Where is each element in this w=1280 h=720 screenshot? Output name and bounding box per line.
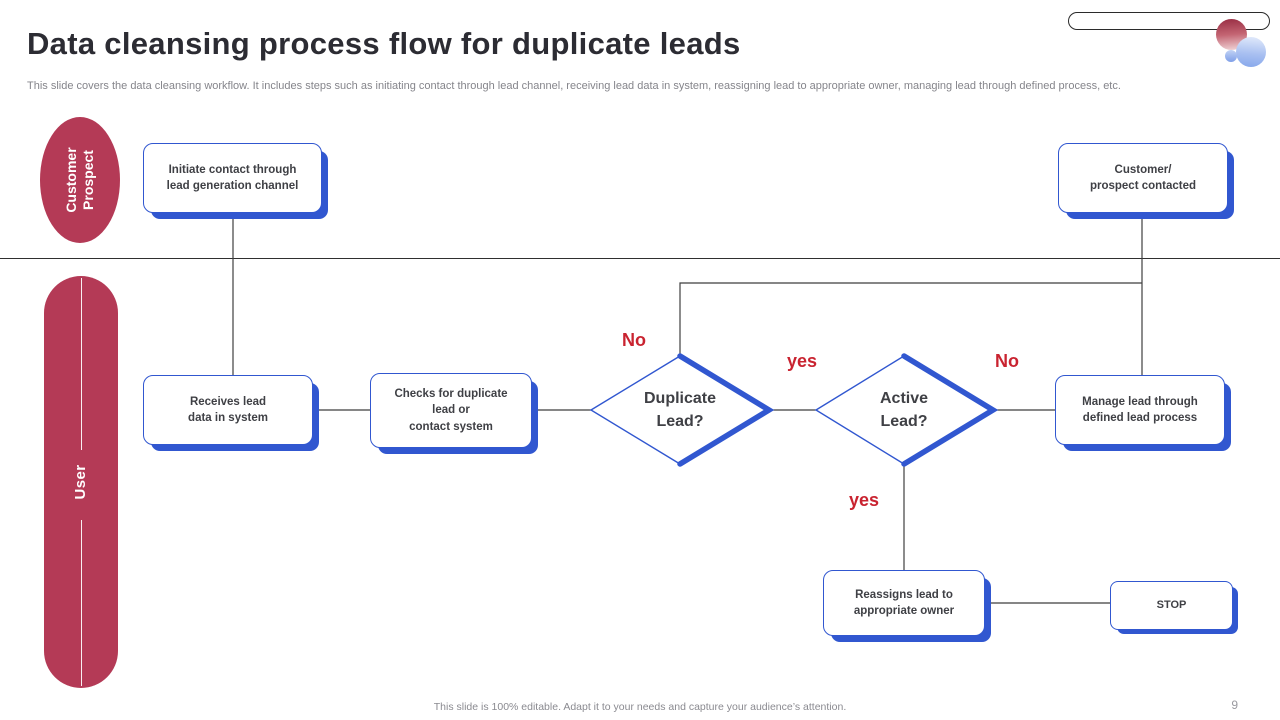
page-subtitle: This slide covers the data cleansing wor… — [27, 80, 1121, 92]
lane-customer-prospect: Customer Prospect — [40, 117, 120, 243]
page-number: 9 — [1231, 698, 1238, 712]
node-manage-lead: Manage lead through defined lead process — [1055, 375, 1225, 445]
node-reassigns-lead: Reassigns lead to appropriate owner — [823, 570, 985, 636]
connector-lines — [232, 213, 1143, 604]
page-title: Data cleansing process flow for duplicat… — [27, 26, 741, 61]
node-checks-duplicate: Checks for duplicate lead or contact sys… — [370, 373, 532, 448]
decision-duplicate-lead-label: Duplicate Lead? — [643, 390, 716, 431]
node-stop: STOP — [1110, 581, 1233, 630]
logo-blue-circle — [1236, 37, 1266, 67]
lane-divider — [0, 258, 1280, 259]
footer-note: This slide is 100% editable. Adapt it to… — [433, 701, 847, 713]
node-receives-lead-data: Receives lead data in system — [143, 375, 313, 445]
node-customer-contacted: Customer/ prospect contacted — [1058, 143, 1228, 213]
active-lead-diamond-accent-edge — [901, 353, 999, 467]
decision-active-lead-label: Active Lead? — [879, 390, 929, 431]
duplicate-lead-diamond-accent-edge — [677, 353, 775, 467]
lane-user-centerline-top — [80, 278, 82, 450]
decision-duplicate-lead — [589, 353, 775, 467]
edge-label-duplicate-no: No — [622, 330, 646, 350]
edge-label-active-no: No — [995, 351, 1019, 371]
node-initiate-contact: Initiate contact through lead generation… — [143, 143, 322, 213]
logo-small-circle — [1225, 50, 1237, 62]
edge-label-active-yes: yes — [848, 490, 880, 510]
decision-active-lead — [814, 353, 999, 467]
lane-user-centerline-bottom — [80, 520, 82, 686]
edge-label-duplicate-yes: yes — [786, 351, 818, 371]
lane-user: User — [44, 276, 118, 688]
